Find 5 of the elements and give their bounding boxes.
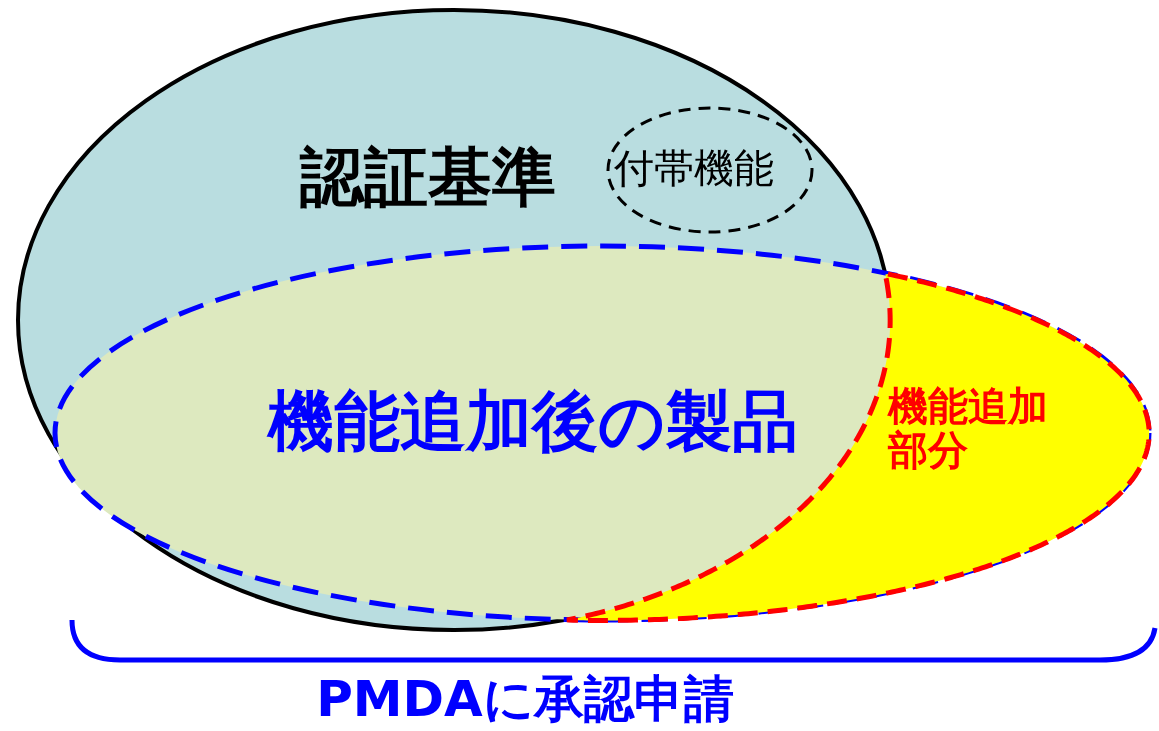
- region-label: 機能追加部分: [888, 384, 1049, 472]
- region-label: 機能追加後の製品: [268, 386, 798, 459]
- bracket-label: PMDAに承認申請: [315, 672, 735, 727]
- region-label: 付帯機能: [614, 146, 774, 190]
- region-label: 認証基準: [300, 142, 556, 213]
